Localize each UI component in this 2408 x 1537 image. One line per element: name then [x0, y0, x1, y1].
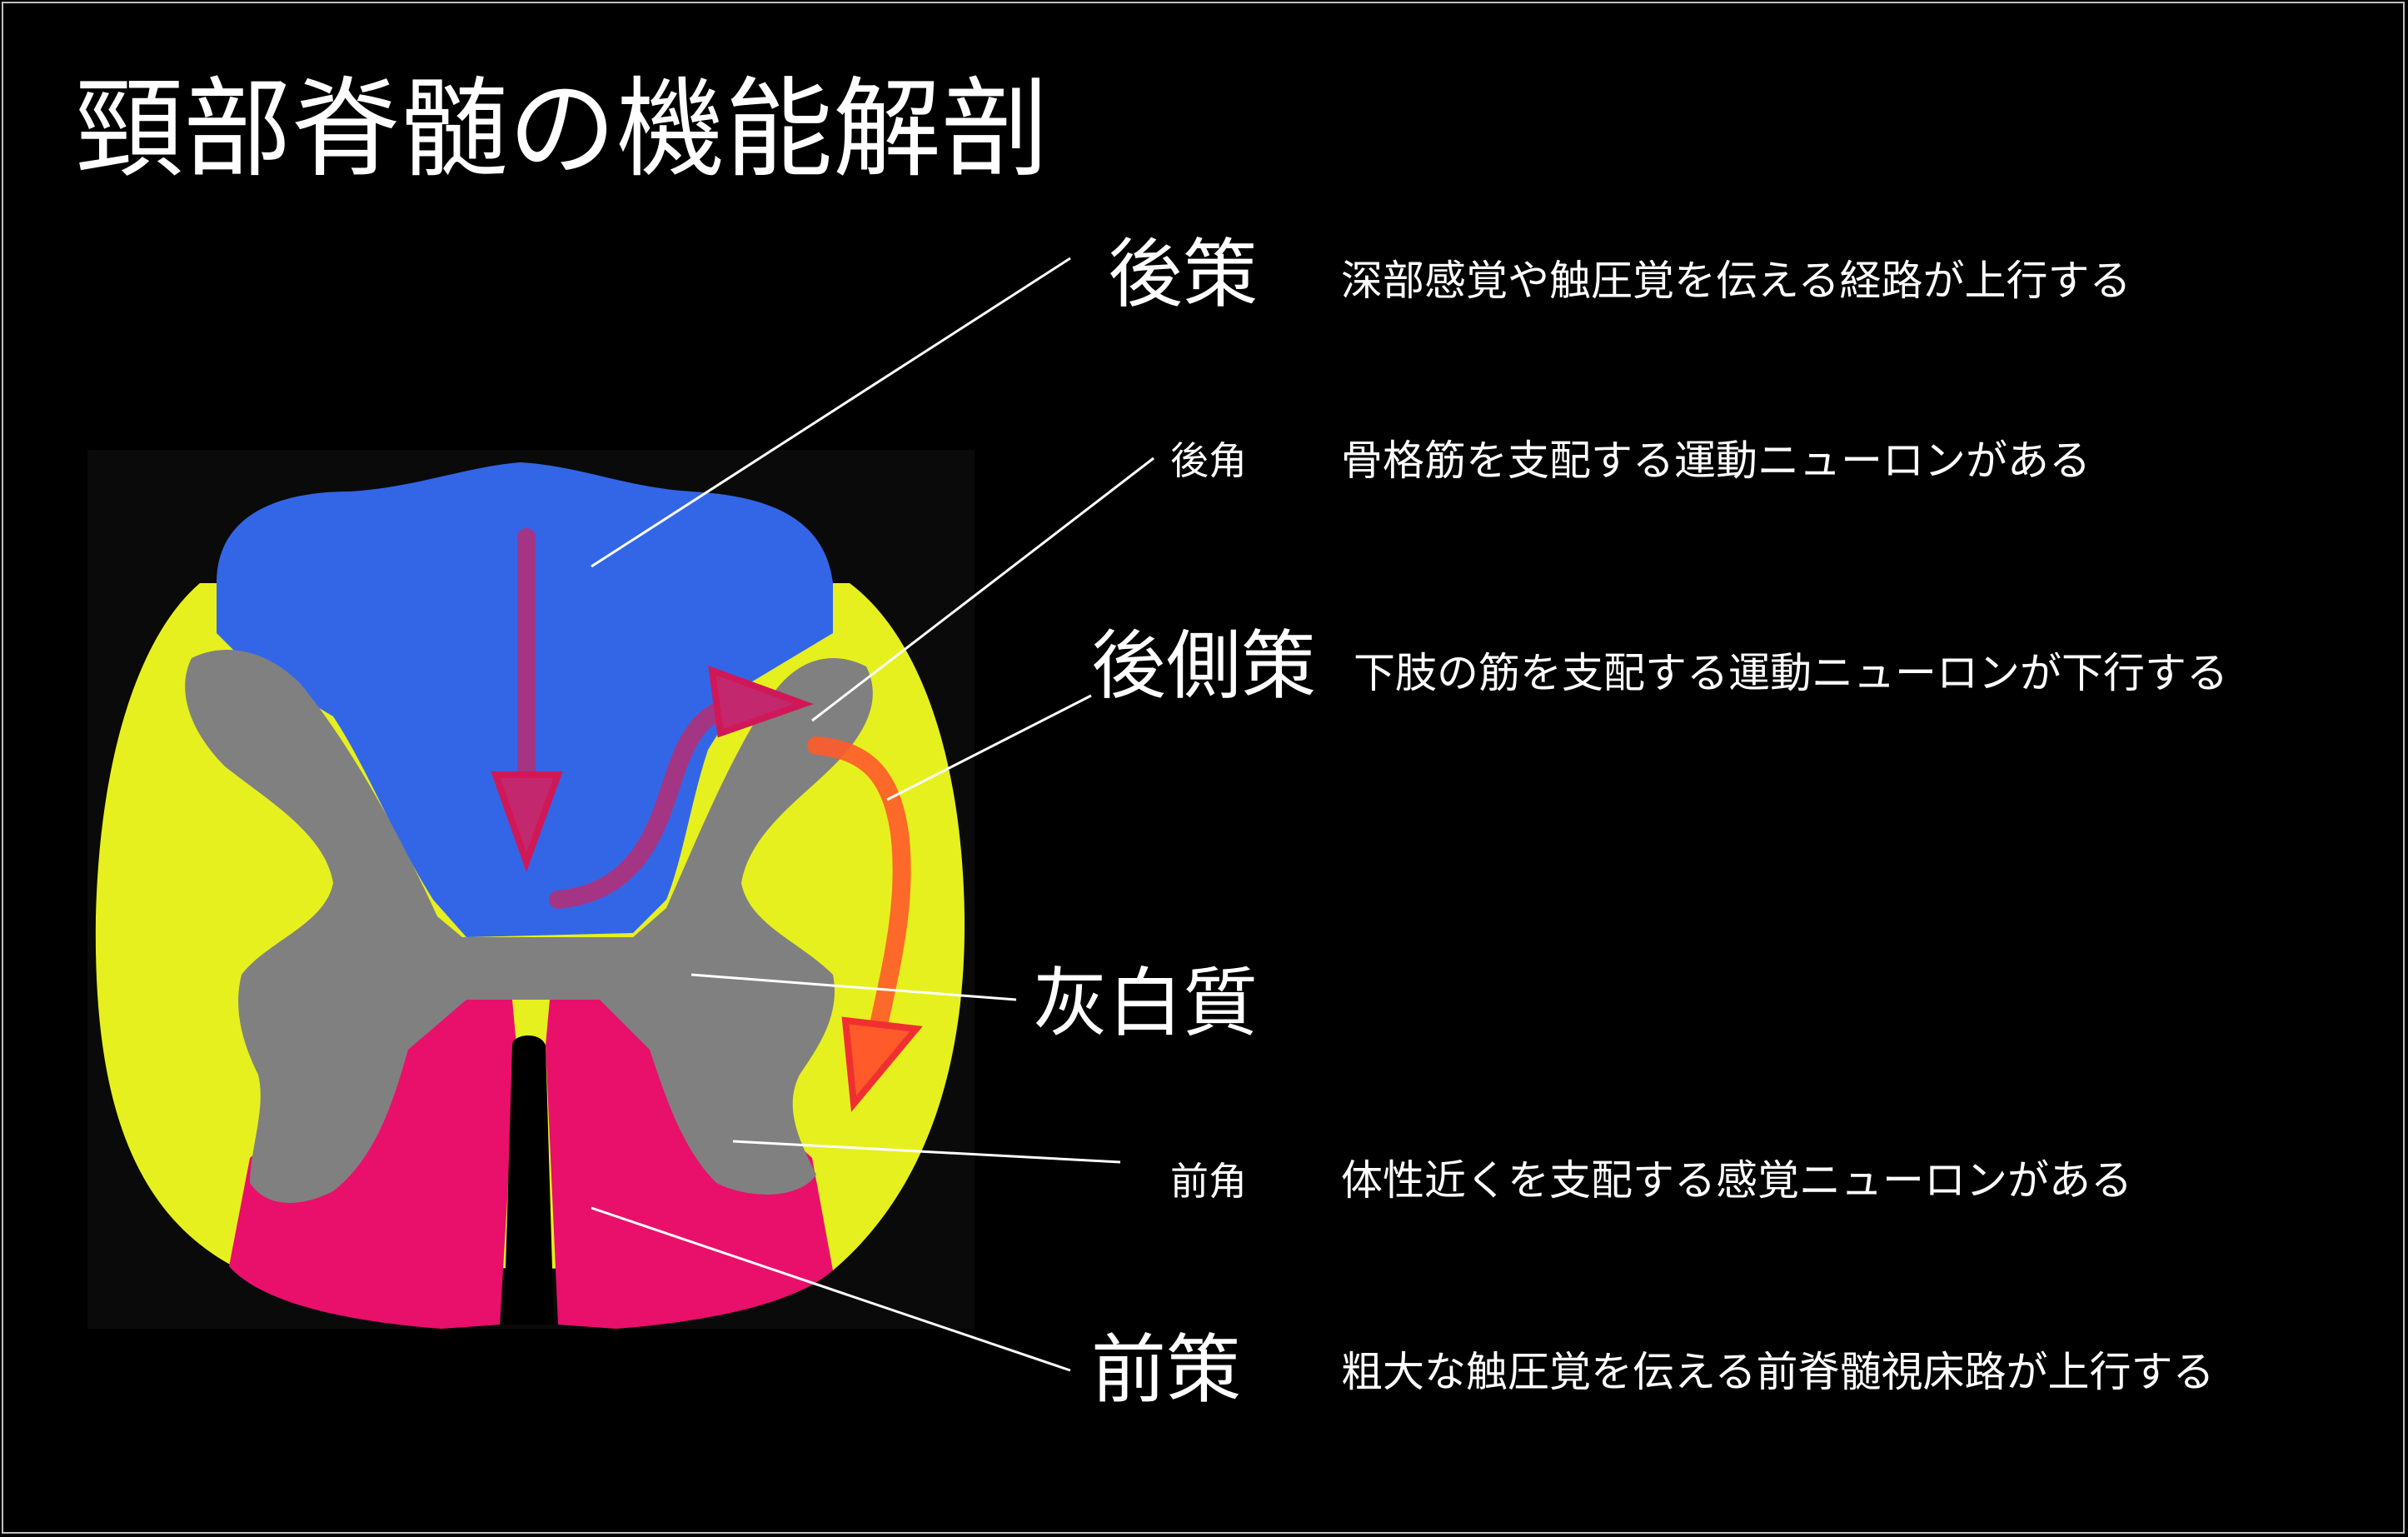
anterior-median-fissure — [504, 1035, 554, 1325]
gray-matter-shape — [185, 650, 873, 1203]
leader-anterior-column — [591, 1206, 1071, 1372]
desc-anterior-column: 粗大な触圧覚を伝える前脊髄視床路が上行する — [1341, 1348, 2215, 1396]
label-anterior-column: 前策 — [1091, 1326, 1241, 1414]
label-lateral-column: 後側策 — [1091, 622, 1316, 710]
desc-lateral-column: 下肢の筋を支配する運動ニューロンが下行する — [1354, 649, 2228, 697]
anterior-column-shape-right — [546, 1000, 833, 1329]
label-posterior-horn: 後角 — [1170, 438, 1247, 483]
slide-title: 頸部脊髄の機能解剖 — [75, 66, 1050, 192]
label-gray-matter: 灰白質 — [1033, 960, 1258, 1047]
lateral-column-arrow — [807, 736, 923, 1112]
anterior-column-shape — [229, 1000, 516, 1329]
label-posterior-column: 後策 — [1108, 231, 1258, 318]
leader-anterior-horn — [732, 1140, 1121, 1164]
leader-posterior-horn — [811, 457, 1154, 722]
leader-lateral-column — [886, 694, 1092, 801]
label-anterior-horn: 前角 — [1170, 1159, 1247, 1204]
posterior-column-arrow — [491, 528, 563, 872]
leader-gray-matter — [690, 973, 1017, 1001]
posterior-horn-arrow — [549, 665, 814, 909]
leader-posterior-column — [591, 257, 1071, 568]
leader-lines — [591, 257, 1154, 1372]
desc-posterior-horn: 骨格筋を支配する運動ニューロンがある — [1341, 437, 2091, 485]
desc-anterior-horn: 体性近くを支配する感覚ニューロンがある — [1341, 1156, 2132, 1205]
desc-posterior-column: 深部感覚や触圧覚を伝える経路が上行する — [1341, 257, 2131, 305]
